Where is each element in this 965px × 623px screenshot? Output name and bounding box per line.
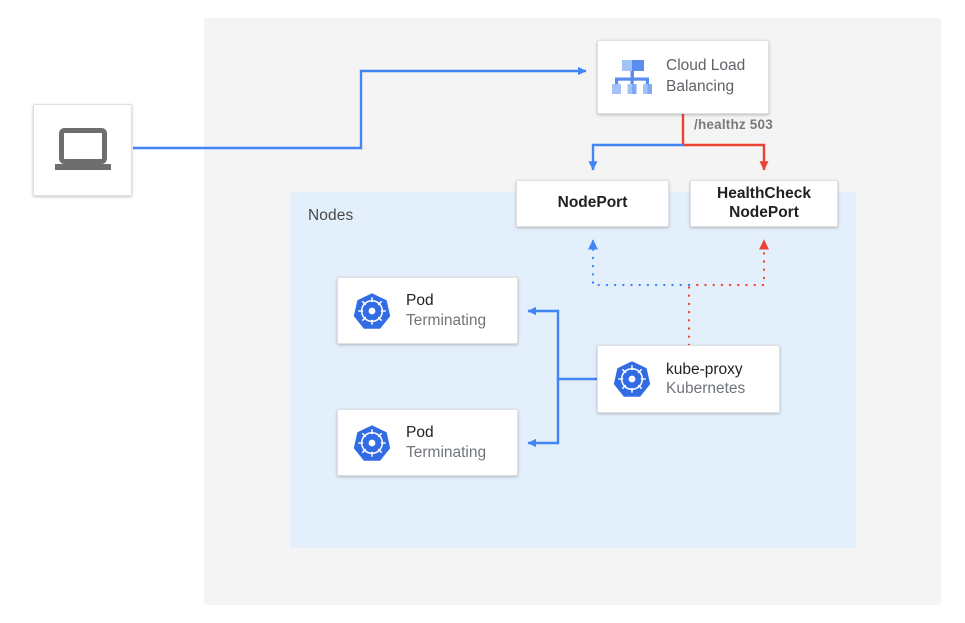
pod-status: Terminating [406,311,487,329]
cloud-load-balancing-label-line2: Balancing [666,78,735,95]
cloud-load-balancing-icon [612,60,652,94]
kube-proxy-card: kube-proxy Kubernetes [597,345,780,413]
healthcheck-nodeport-card: HealthCheck NodePort [690,180,838,227]
pod-title: Pod [406,292,434,310]
healthz-edge-label: /healthz 503 [694,117,773,132]
kube-proxy-text-group: kube-proxy Kubernetes [666,360,745,399]
kubernetes-icon [613,361,651,397]
pod-text-group: Pod Terminating [406,423,486,462]
pod-card: Pod Terminating [337,409,518,476]
nodeport-card: NodePort [516,180,669,227]
cloud-load-balancing-label-line1: Cloud Load [666,57,746,75]
kube-proxy-subtitle: Kubernetes [666,380,746,397]
kubernetes-icon [353,424,391,461]
nodes-region-label: Nodes [308,207,354,224]
cloud-load-balancing-card: Cloud Load Balancing [597,40,769,114]
client-laptop-card [33,104,132,196]
pod-card: Pod Terminating [337,277,518,344]
pod-status: Terminating [406,443,487,461]
healthcheck-nodeport-label-line2: NodePort [729,203,799,221]
kube-proxy-title: kube-proxy [666,360,743,378]
pod-text-group: Pod Terminating [406,291,486,330]
nodeport-label: NodePort [557,194,628,212]
laptop-icon [54,128,111,170]
healthcheck-nodeport-label: HealthCheck NodePort [717,185,811,222]
pod-title: Pod [406,424,434,442]
kubernetes-icon [353,292,391,329]
cloud-load-balancing-label: Cloud Load Balancing [666,56,745,97]
healthcheck-nodeport-label-line1: HealthCheck [717,184,811,202]
